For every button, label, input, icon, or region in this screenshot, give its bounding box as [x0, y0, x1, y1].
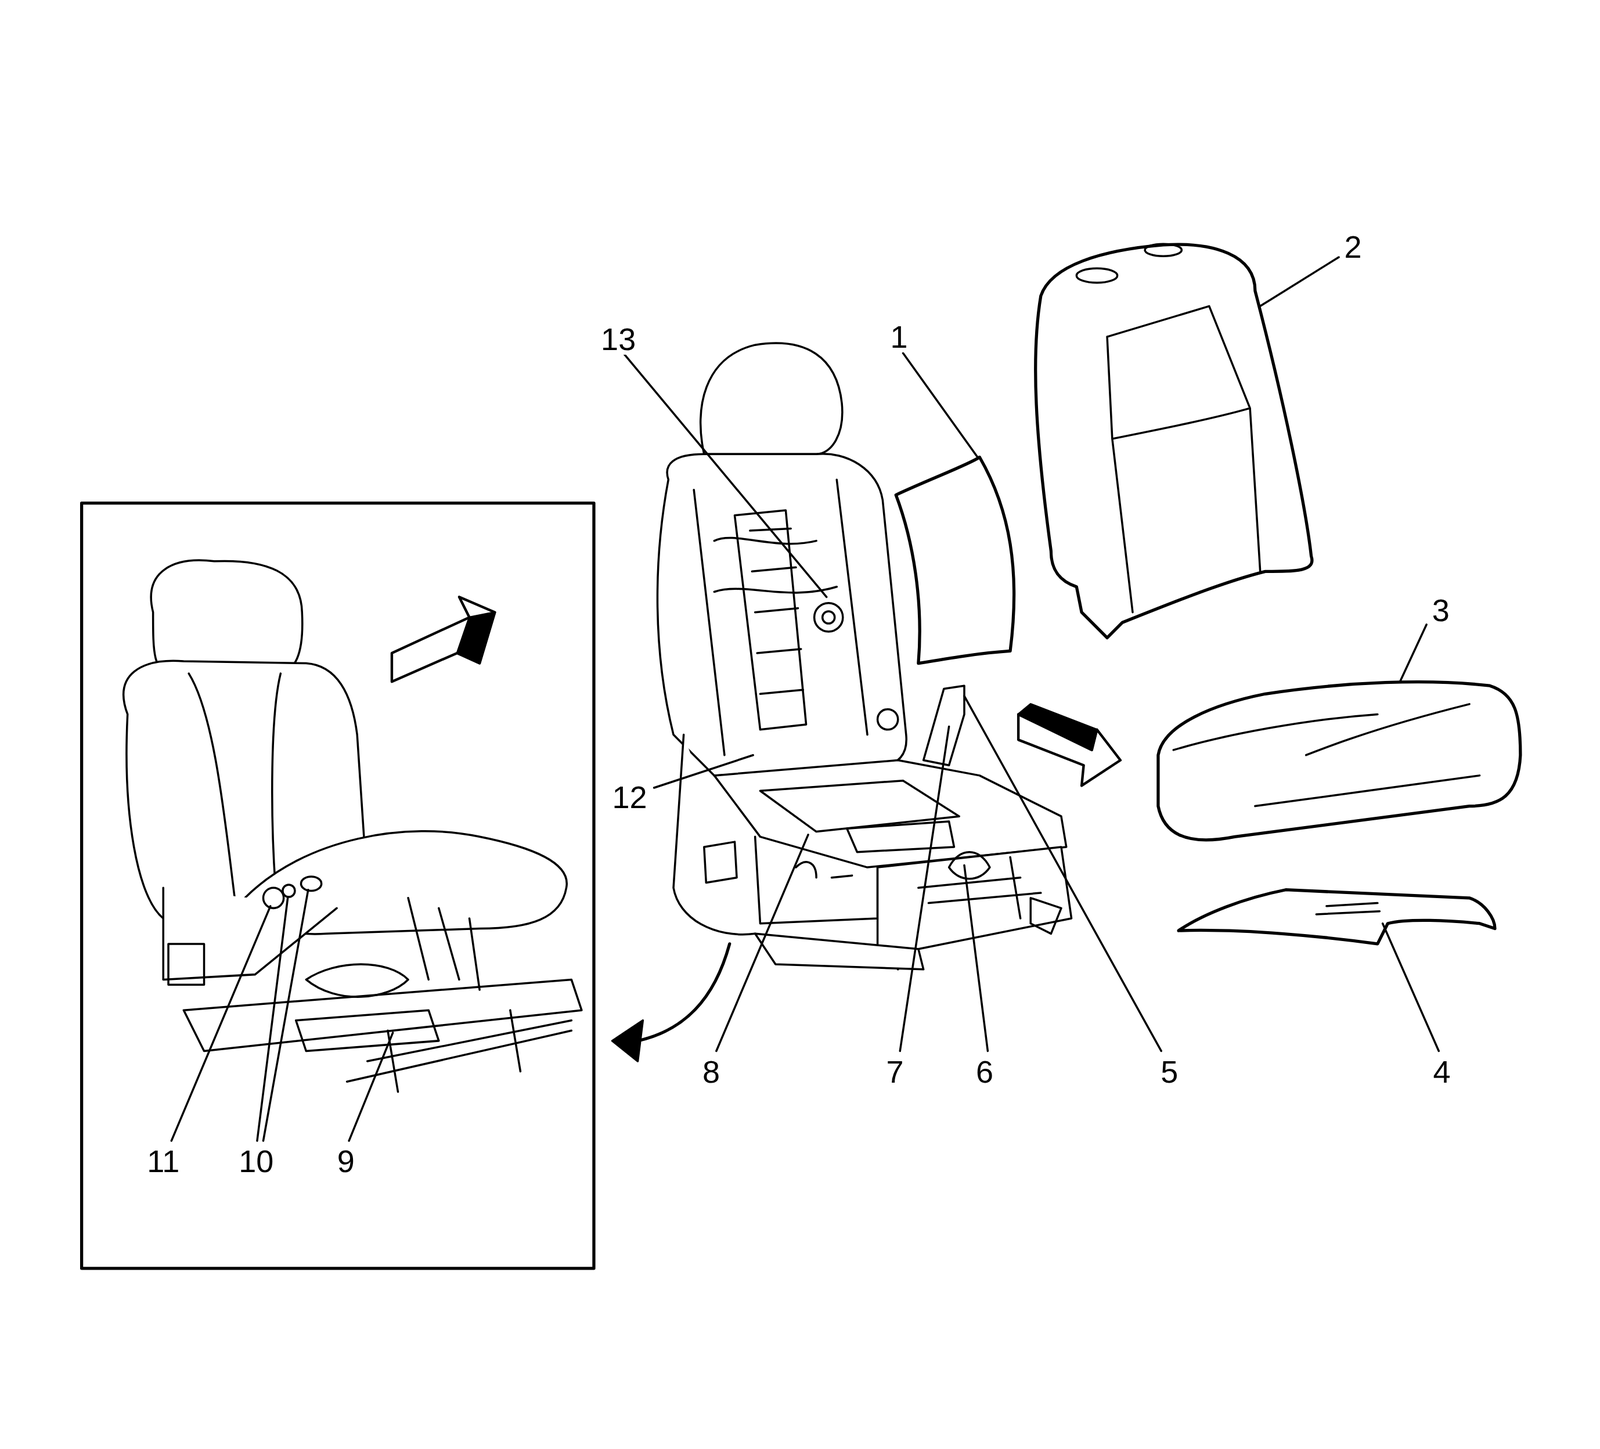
callout-number: 2 — [1343, 231, 1364, 263]
seat-frame — [657, 343, 1072, 970]
leader-lines — [171, 257, 1439, 1141]
callout-number: 12 — [610, 781, 648, 813]
callout-number: 9 — [336, 1145, 356, 1177]
callout-number: 5 — [1159, 1056, 1180, 1088]
callout-number: 13 — [599, 323, 637, 355]
seat-cushion-cover — [1158, 682, 1521, 841]
cushion-pad — [1178, 889, 1495, 944]
callout-number: 3 — [1431, 594, 1451, 626]
seatback-cover — [1035, 243, 1313, 638]
inset-seat — [123, 560, 582, 1093]
callout-number: 6 — [974, 1056, 995, 1088]
callout-number: 4 — [1432, 1056, 1452, 1088]
callout-number: 11 — [145, 1145, 181, 1177]
callout-number: 8 — [701, 1056, 722, 1088]
inset-frame — [81, 503, 594, 1269]
seatback-panel — [895, 456, 1014, 663]
callout-number: 7 — [884, 1056, 905, 1088]
callout-number: 10 — [237, 1145, 275, 1177]
callout-number: 1 — [888, 321, 909, 353]
direction-arrow — [391, 596, 496, 682]
